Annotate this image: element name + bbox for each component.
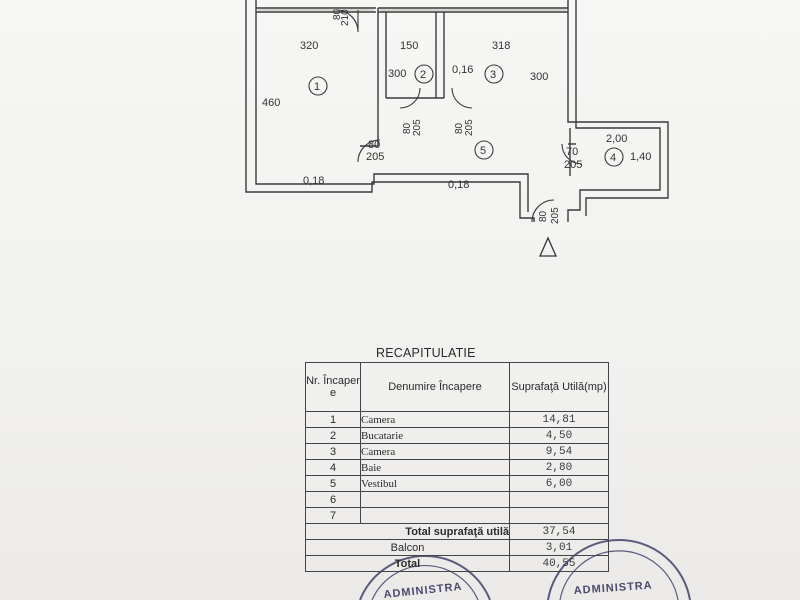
room-circles	[308, 64, 624, 167]
door-2-bottom-label: 205	[412, 119, 423, 136]
row-area: 4,50	[509, 427, 609, 444]
recap-title: RECAPITULATIE	[376, 346, 476, 360]
table-row: 2 Bucatarie 4,50	[305, 427, 609, 444]
row-nr: 5	[305, 475, 361, 492]
row-name	[360, 491, 510, 508]
table-row: 5 Vestibul 6,00	[305, 475, 609, 492]
table-row: 4 Baie 2,80	[305, 459, 609, 476]
row-area	[509, 491, 609, 508]
stamp-right	[547, 539, 691, 600]
balcon-label: Balcon	[305, 539, 510, 556]
header-area: Suprafaţă Utilă(mp)	[509, 362, 609, 412]
row-area: 9,54	[509, 443, 609, 460]
room3-length-label: 300	[530, 71, 548, 83]
room-number-5: 5	[480, 145, 486, 157]
door-swings	[335, 9, 583, 223]
room1-length-label: 460	[262, 97, 280, 109]
door-2-top-label: 80	[402, 122, 413, 134]
total-row: Total 40,55	[305, 555, 609, 572]
recap-header-row: Nr. Încaper e Denumire Încapere Suprafaţ…	[305, 362, 609, 412]
room4-length-label: 1,40	[630, 151, 651, 163]
row-name: Camera	[360, 443, 510, 460]
row-name	[360, 507, 510, 524]
total-util-row: Total suprafaţă utilă 37,54	[305, 523, 609, 540]
row-name: Vestibul	[360, 475, 510, 492]
room1-width-label: 320	[300, 40, 318, 52]
top-door-label-2: 80	[332, 8, 343, 20]
row-nr: 6	[305, 491, 361, 508]
row-nr: 3	[305, 443, 361, 460]
row-name: Baie	[360, 459, 510, 476]
row-area: 2,80	[509, 459, 609, 476]
table-row: 7	[305, 507, 609, 524]
entrance-arrow-icon	[538, 236, 558, 257]
total-value: 40,55	[509, 555, 609, 572]
room-number-4: 4	[610, 152, 616, 164]
row-nr: 7	[305, 507, 361, 524]
row-nr: 2	[305, 427, 361, 444]
header-nr: Nr. Încaper e	[305, 362, 361, 412]
door-1-top-label: 80	[368, 139, 380, 151]
stamp-left-text: ADMINISTRA	[383, 581, 463, 600]
stamp-right-text: ADMINISTRA	[573, 580, 653, 597]
table-row: 1 Camera 14,81	[305, 411, 609, 428]
plan-walls	[245, 0, 669, 222]
balcon-value: 3,01	[509, 539, 609, 556]
door-1-bottom-label: 205	[366, 151, 384, 163]
door-4-bottom-label: 205	[564, 159, 582, 171]
room4-width-label: 2,00	[606, 133, 627, 145]
door-4-top-label: 70	[566, 146, 578, 158]
wall-thickness-label-2: 0,18	[303, 175, 324, 187]
row-area: 14,81	[509, 411, 609, 428]
door-3-bottom-label: 205	[464, 119, 475, 136]
row-nr: 1	[305, 411, 361, 428]
room2-length-label: 300	[388, 68, 406, 80]
row-name: Bucatarie	[360, 427, 510, 444]
room3-width-label: 318	[492, 40, 510, 52]
row-name: Camera	[360, 411, 510, 428]
top-door-label-1: 210	[340, 9, 351, 26]
door-3-top-label: 80	[454, 122, 465, 134]
total-util-value: 37,54	[509, 523, 609, 540]
row-area: 6,00	[509, 475, 609, 492]
room2-width-label: 150	[400, 40, 418, 52]
wall-thickness-label-1: 0,16	[452, 64, 473, 76]
row-area	[509, 507, 609, 524]
room-number-1: 1	[314, 81, 320, 93]
row-nr: 4	[305, 459, 361, 476]
balcon-row: Balcon 3,01	[305, 539, 609, 556]
total-util-label: Total suprafaţă utilă	[305, 523, 510, 540]
recap-table: Nr. Încaper e Denumire Încapere Suprafaţ…	[305, 362, 609, 572]
room-number-3: 3	[490, 69, 496, 81]
header-name: Denumire Încapere	[360, 362, 510, 412]
table-row: 3 Camera 9,54	[305, 443, 609, 460]
door-5-bottom-label: 205	[550, 207, 561, 224]
total-label: Total	[305, 555, 510, 572]
table-row: 6	[305, 491, 609, 508]
room-number-2: 2	[420, 69, 426, 81]
door-5-top-label: 80	[538, 210, 549, 222]
wall-thickness-label-3: 0,18	[448, 179, 469, 191]
